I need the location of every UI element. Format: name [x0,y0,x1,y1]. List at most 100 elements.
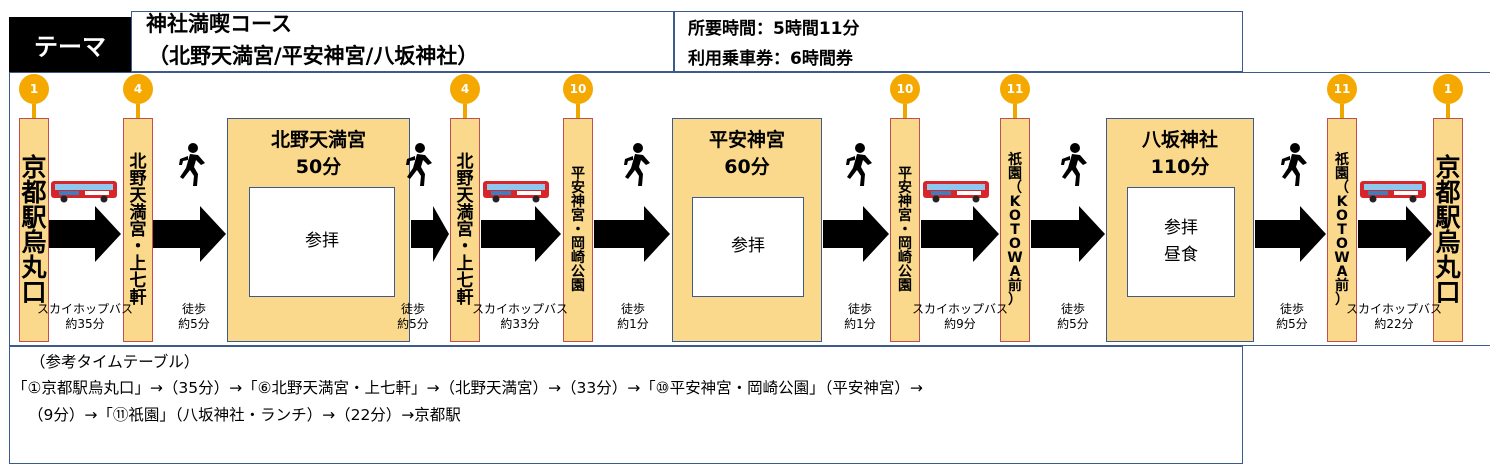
timetable-line-1: 「①京都駅烏丸口」→（35分）→「⑥北野天満宮・上七軒」→（北野天満宮）→（33… [12,379,923,397]
stop-name: 京都駅烏丸口 [1435,155,1460,305]
stop-name-char: 宮 [898,208,912,224]
stop-name-char: 岡 [571,236,585,252]
stop-name-char: 宮 [571,208,585,224]
stop-name: 平安神宮・岡崎公園 [571,167,585,293]
bus-icon [51,181,117,203]
stop-name-char: 岡 [898,236,912,252]
stop-name-char: W [1007,250,1023,266]
leg-mode: 徒歩 [1060,302,1085,316]
leg-time: 約1分 [844,317,876,331]
stop-name-char: 安 [571,180,585,196]
stop-name-char: ） [1334,292,1349,308]
stop-name-char: 天 [456,185,474,206]
destination-duration: 50分 [295,155,342,178]
pin-stem [903,104,907,118]
stop-name-char: T [1337,222,1347,238]
stop-name-char: 満 [129,202,147,223]
walking-person-icon [1061,143,1087,186]
stop-name-char: 七 [456,270,474,291]
stop-number-pin: 11 [1327,74,1357,104]
leg-time: 約5分 [178,317,210,331]
stop-name-char: 祇 [1007,152,1022,168]
pin-stem [1446,104,1450,118]
stop-number-pin: 4 [123,74,153,104]
activity-list: 参拝昼食 [1164,215,1198,269]
stop-name-char: 軒 [129,287,147,308]
theme-label: テーマ [9,17,131,72]
stop-name-char: 祇 [1334,152,1349,168]
route-arrow-shape [49,206,121,262]
stop-name-char: 都 [1435,178,1461,207]
stop-name-char: 烏 [21,228,47,257]
timetable-box [9,346,1243,464]
stop-name-char: O [1336,208,1348,224]
header-box [131,11,1243,72]
stop-name-char: 平 [571,166,585,182]
stop-name-char: 烏 [1435,228,1461,257]
route-arrow [1031,206,1105,262]
leg-mode: 徒歩 [181,302,206,316]
stop-name-char: 前 [1334,278,1349,294]
leg-label: 徒歩約1分 [810,302,910,332]
stop-name-char: 軒 [456,287,474,308]
stop-name-char: K [1009,194,1021,210]
activity-box: 参拝 [692,197,804,297]
stop-name-char: T [1010,222,1020,238]
stop-name-char: 公 [571,264,585,280]
header-divider [673,11,675,72]
route-arrow [823,206,889,262]
leg-time: 約9分 [944,317,976,331]
stop-number-pin: 11 [1000,74,1030,104]
bus-icon [923,181,989,203]
leg-mode: スカイホップバス [1345,302,1442,316]
leg-label: 徒歩約5分 [363,302,463,332]
stop-name-char: 上 [456,253,474,274]
stop-name-char: 宮 [129,219,147,240]
stop-number-pin: 1 [19,74,49,104]
stop-sign: 平安神宮・岡崎公園 [890,118,920,342]
route-arrow [594,206,670,262]
route-arrow-shape [1358,206,1432,262]
stop-name-char: 崎 [571,250,585,266]
walking-person-icon [179,143,205,186]
stop-name-char: 天 [129,185,147,206]
stop-name-char: ・ [898,222,912,238]
stop-name-char: 北 [129,151,147,172]
leg-mode: スカイホップバス [911,302,1008,316]
leg-mode: スカイホップバス [36,302,133,316]
route-arrow-shape [411,206,449,262]
stop-name-char: ・ [571,222,585,238]
stop-number-pin: 10 [563,74,593,104]
leg-time: 約35分 [65,317,105,331]
stop-name-char: 口 [21,278,47,307]
stop-name-char: 京 [1435,153,1461,182]
stop-name-char: K [1336,194,1348,210]
ticket-type: 利用乗車券：6時間券 [688,49,853,69]
stop-name-char: O [1336,236,1348,252]
stop-name-char: 園 [898,278,912,294]
stop-number-pin: 4 [450,74,480,104]
leg-mode: スカイホップバス [471,302,568,316]
stop-name-char: 都 [21,178,47,207]
activity-text: 昼食 [1164,245,1198,265]
bus-icon [483,181,549,203]
timetable-title: （参考タイムテーブル） [30,353,200,371]
stop-sign: 北野天満宮・上七軒 [123,118,153,342]
leg-label: 徒歩約1分 [583,302,683,332]
leg-time: 約5分 [1057,317,1089,331]
stop-name-char: 丸 [1435,253,1461,282]
stop-name-char: O [1009,236,1021,252]
route-arrow [1255,206,1326,262]
stop-name-char: （ [1334,180,1349,196]
walking-person-icon [846,143,872,186]
route-arrow-shape [481,206,561,262]
stop-name-char: 園 [571,278,585,294]
pin-stem [136,104,140,118]
stop-sign: 北野天満宮・上七軒 [450,118,480,342]
pin-stem [576,104,580,118]
leg-time: 約5分 [397,317,429,331]
